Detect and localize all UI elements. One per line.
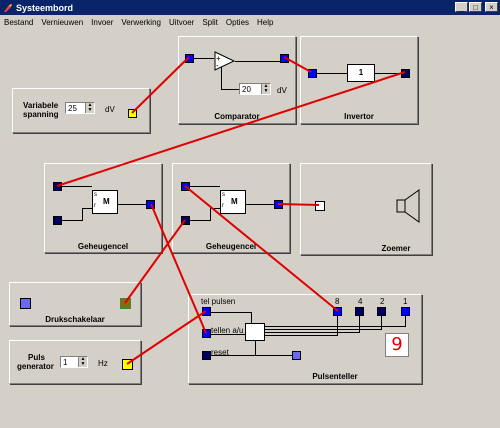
drukschakelaar-panel: Drukschakelaar <box>9 282 141 326</box>
drukschakelaar-output-socket[interactable] <box>120 298 131 309</box>
geheugencel2-output-socket[interactable] <box>274 200 283 209</box>
title-bar: Systeembord _ □ × <box>0 0 500 15</box>
puls-spinner[interactable]: 1 ▲▼ <box>60 356 88 368</box>
invertor-block: 1 <box>347 64 375 82</box>
spin-down-icon[interactable]: ▼ <box>263 88 269 94</box>
geheugencel2-r: r <box>222 203 224 209</box>
zoemer-input-socket[interactable] <box>315 201 325 211</box>
geheugencel2-s: s <box>222 192 225 198</box>
variabele-label-1: Variabele <box>23 101 59 110</box>
bit-label-4: 4 <box>358 297 363 306</box>
invertor-symbol: 1 <box>358 68 364 77</box>
puls-output-socket[interactable] <box>122 359 133 370</box>
counter-display: 9 <box>385 333 409 357</box>
geheugencel1-title: Geheugencel <box>77 242 129 251</box>
menu-split[interactable]: Split <box>202 17 218 27</box>
comparator-value: 20 <box>242 84 251 94</box>
tel-pulsen-label: tel pulsen <box>201 297 236 306</box>
geheugencel1-block: s r M <box>92 190 118 214</box>
bit-socket-8[interactable] <box>333 307 342 316</box>
variabele-label-2: spanning <box>23 110 59 119</box>
variabele-value: 25 <box>68 103 77 113</box>
variabele-spanning-panel: Variabele spanning 25 ▲▼ dV <box>12 88 150 133</box>
spin-up-icon[interactable]: ▲ <box>80 356 86 362</box>
geheugencel2-m: M <box>231 197 238 206</box>
comparator-minus: - <box>216 61 219 70</box>
geheugencel2-set-socket[interactable] <box>181 182 190 191</box>
minimize-button[interactable]: _ <box>455 2 468 12</box>
puls-unit: Hz <box>98 359 108 368</box>
variabele-spinner[interactable]: 25 ▲▼ <box>65 102 95 114</box>
maximize-button[interactable]: □ <box>469 2 482 12</box>
geheugencel1-m: M <box>103 197 110 206</box>
bit-socket-1[interactable] <box>401 307 410 316</box>
pulsenteller-panel: tel pulsen tellen a/u reset 8 4 2 1 9 Pu… <box>188 294 422 384</box>
comparator-plus: + <box>216 54 221 63</box>
drukschakelaar-button[interactable] <box>20 298 31 309</box>
invertor-output-socket[interactable] <box>401 69 410 78</box>
tellen-socket[interactable] <box>202 329 211 338</box>
drukschakelaar-title: Drukschakelaar <box>45 315 105 324</box>
bit-label-1: 1 <box>403 297 408 306</box>
comparator-unit: dV <box>277 86 287 95</box>
reset-button[interactable] <box>292 351 301 360</box>
geheugencel1-panel: s r M Geheugencel <box>44 163 162 253</box>
geheugencel1-set-socket[interactable] <box>53 182 62 191</box>
pulsenteller-title: Pulsenteller <box>312 372 358 381</box>
menu-verwerking[interactable]: Verwerking <box>121 17 161 27</box>
comparator-symbol <box>214 51 236 71</box>
bit-label-8: 8 <box>335 297 340 306</box>
zoemer-title: Zoemer <box>381 244 411 253</box>
puls-label-2: generator <box>17 362 54 371</box>
menu-uitvoer[interactable]: Uitvoer <box>168 17 195 27</box>
geheugencel2-block: s r M <box>220 190 246 214</box>
comparator-output-socket[interactable] <box>280 54 289 63</box>
geheugencel1-r: r <box>94 203 96 209</box>
menu-bar: Bestand Vernieuwen Invoer Verwerking Uit… <box>0 15 500 29</box>
geheugencel2-panel: s r M Geheugencel <box>172 163 290 253</box>
comparator-input-socket[interactable] <box>185 54 194 63</box>
menu-bestand[interactable]: Bestand <box>4 17 34 27</box>
bit-socket-2[interactable] <box>377 307 386 316</box>
comparator-spinner[interactable]: 20 ▲▼ <box>239 83 271 95</box>
menu-help[interactable]: Help <box>257 17 274 27</box>
comparator-panel: + - 20 ▲▼ dV Comparator <box>178 36 296 124</box>
app-icon <box>3 3 13 13</box>
puls-value: 1 <box>63 357 68 367</box>
spin-down-icon[interactable]: ▼ <box>87 107 93 113</box>
geheugencel2-title: Geheugencel <box>205 242 257 251</box>
spin-down-icon[interactable]: ▼ <box>80 361 86 367</box>
menu-invoer[interactable]: Invoer <box>91 17 114 27</box>
invertor-input-socket[interactable] <box>308 69 317 78</box>
pulsgenerator-panel: Puls generator 1 ▲▼ Hz <box>9 340 141 384</box>
close-button[interactable]: × <box>485 2 498 12</box>
menu-opties[interactable]: Opties <box>225 17 250 27</box>
speaker-icon <box>396 189 420 223</box>
comparator-title: Comparator <box>214 112 260 121</box>
tel-pulsen-socket[interactable] <box>202 307 211 316</box>
reset-label: reset <box>211 348 229 357</box>
puls-label-1: Puls <box>28 353 45 362</box>
bit-label-2: 2 <box>380 297 385 306</box>
bit-socket-4[interactable] <box>355 307 364 316</box>
geheugencel1-output-socket[interactable] <box>146 200 155 209</box>
zoemer-panel: Zoemer <box>300 163 432 255</box>
counter-block <box>245 323 265 341</box>
variabele-output-socket[interactable] <box>128 109 137 118</box>
window-title: Systeembord <box>16 2 74 13</box>
menu-vernieuwen[interactable]: Vernieuwen <box>41 17 84 27</box>
geheugencel1-s: s <box>94 192 97 198</box>
invertor-panel: 1 Invertor <box>300 36 418 124</box>
invertor-title: Invertor <box>344 112 374 121</box>
geheugencel1-reset-socket[interactable] <box>53 216 62 225</box>
tellen-label: tellen a/u <box>211 326 244 335</box>
variabele-unit: dV <box>105 105 115 114</box>
geheugencel2-reset-socket[interactable] <box>181 216 190 225</box>
reset-socket[interactable] <box>202 351 211 360</box>
